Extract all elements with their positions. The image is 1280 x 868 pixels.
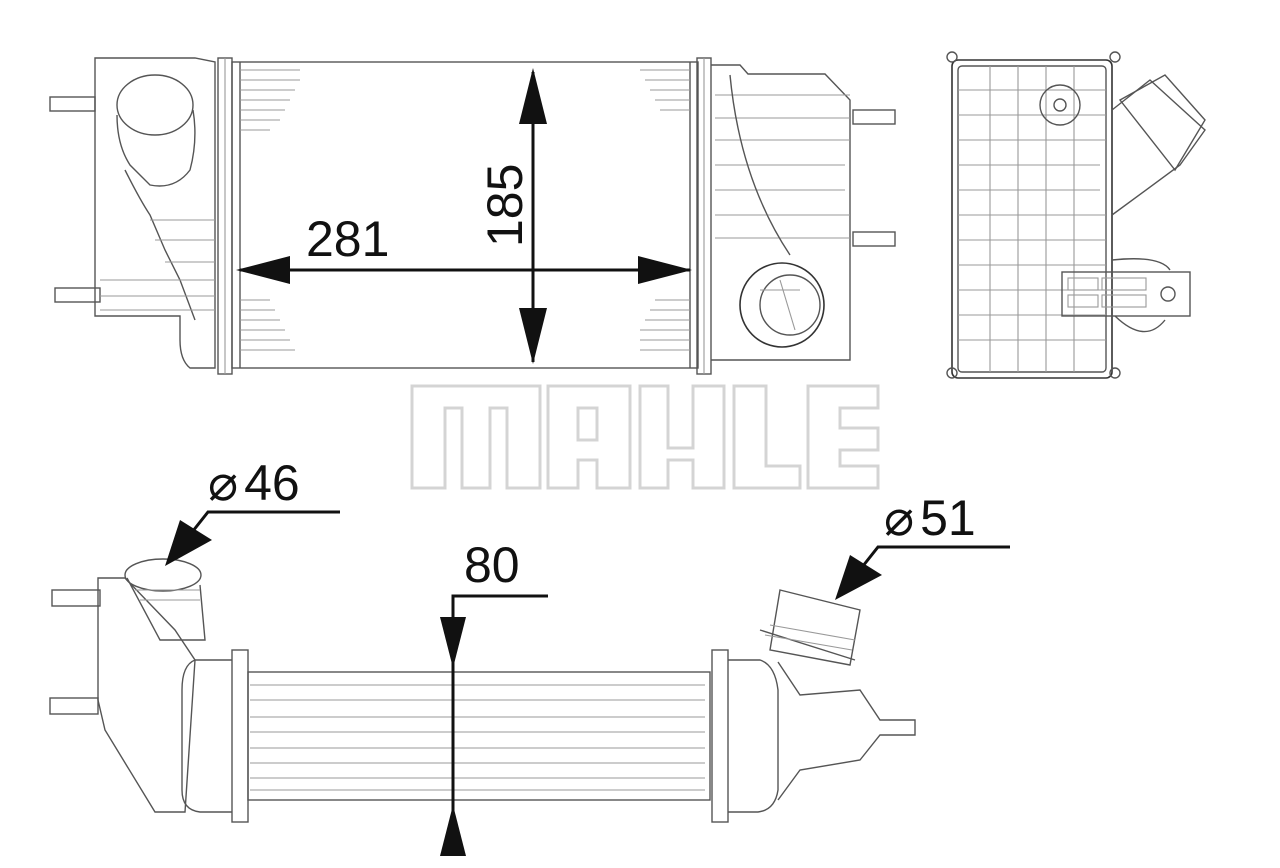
dimension-diameter-51 — [835, 545, 1010, 600]
front-view — [49, 57, 896, 375]
side-view — [946, 51, 1206, 379]
dimension-diameter-46 — [165, 510, 340, 566]
dimension-281 — [236, 256, 692, 284]
top-view — [49, 558, 916, 823]
dimension-185 — [519, 68, 547, 364]
dimension-label-depth: 80 — [464, 537, 520, 593]
dimension-80 — [440, 594, 548, 856]
dimension-label-width: 281 — [306, 211, 389, 267]
mahle-watermark — [410, 384, 880, 490]
dimension-label-height: 185 — [477, 164, 533, 247]
dimension-label-outlet-diameter: ⌀51 — [884, 490, 976, 546]
dimension-label-inlet-diameter: ⌀46 — [208, 455, 300, 511]
